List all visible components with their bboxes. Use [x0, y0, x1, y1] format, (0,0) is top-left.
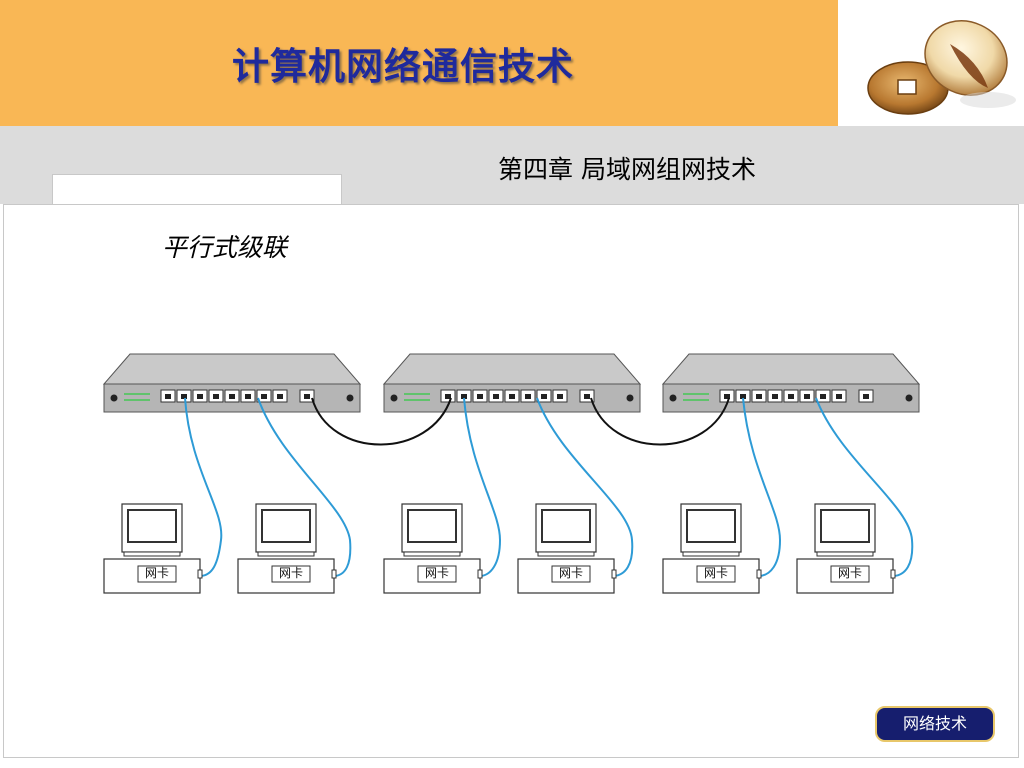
- main-title: 计算机网络通信技术: [232, 45, 574, 88]
- hub-2: [383, 353, 641, 413]
- nic-label: 网卡: [704, 566, 728, 580]
- nic-label: 网卡: [145, 566, 169, 580]
- nic-label: 网卡: [425, 566, 449, 580]
- logo-area: [838, 0, 1024, 126]
- header-band: [0, 0, 838, 126]
- patch-cables: [184, 397, 914, 577]
- tab-notch: [52, 174, 342, 206]
- nic-label: 网卡: [559, 566, 583, 580]
- coin-and-bread-logo-icon: [867, 20, 1016, 115]
- content-frame: [3, 204, 1019, 758]
- nic-label: 网卡: [838, 566, 862, 580]
- nic-label: 网卡: [279, 566, 303, 580]
- hub-1: [103, 353, 361, 413]
- chapter-title: 第四章 局域网组网技术: [498, 155, 756, 184]
- footer-badge-button[interactable]: 网络技术: [875, 706, 995, 742]
- hub-3: [662, 353, 920, 413]
- slide-subtitle: 平行式级联: [162, 233, 288, 262]
- cascade-cables: [311, 397, 730, 446]
